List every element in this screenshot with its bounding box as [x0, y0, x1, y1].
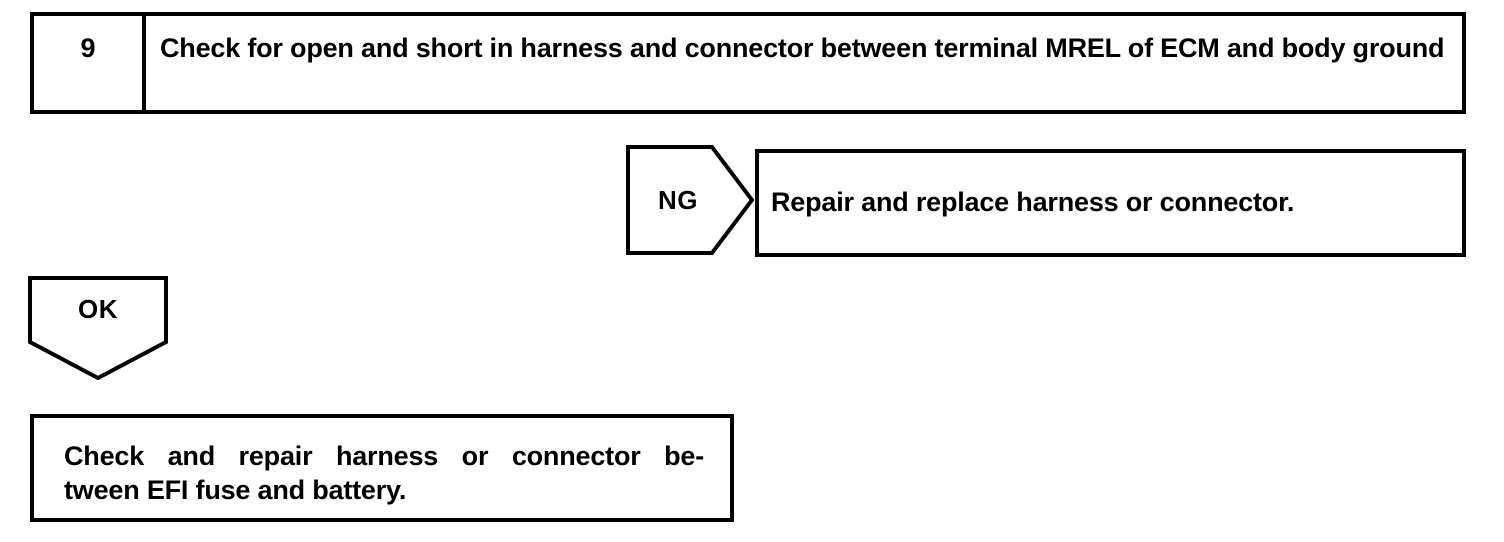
ng-outcome-box: Repair and replace harness or connector.: [755, 149, 1466, 257]
ok-arrow-shape: [28, 276, 168, 380]
ok-outcome-line-1: Check and repair harness or connector be…: [64, 441, 704, 471]
step-row: 9 Check for open and short in harness an…: [30, 12, 1466, 114]
step-number-cell: 9: [34, 16, 146, 110]
ok-outcome-line-2: tween EFI fuse and battery.: [64, 475, 407, 505]
ok-branch-arrow: OK: [28, 276, 168, 380]
ng-arrow-shape: [626, 145, 754, 255]
ok-branch-label: OK: [78, 293, 118, 324]
ng-branch-label: NG: [658, 184, 698, 215]
step-number: 9: [80, 33, 96, 63]
step-instruction-text: Check for open and short in harness and …: [160, 33, 1445, 63]
ok-outcome-text: Check and repair harness or connector be…: [64, 439, 704, 507]
ng-branch-arrow: NG: [626, 145, 754, 255]
ng-outcome-text: Repair and replace harness or connector.: [771, 187, 1295, 217]
ok-outcome-box: Check and repair harness or connector be…: [30, 414, 734, 522]
